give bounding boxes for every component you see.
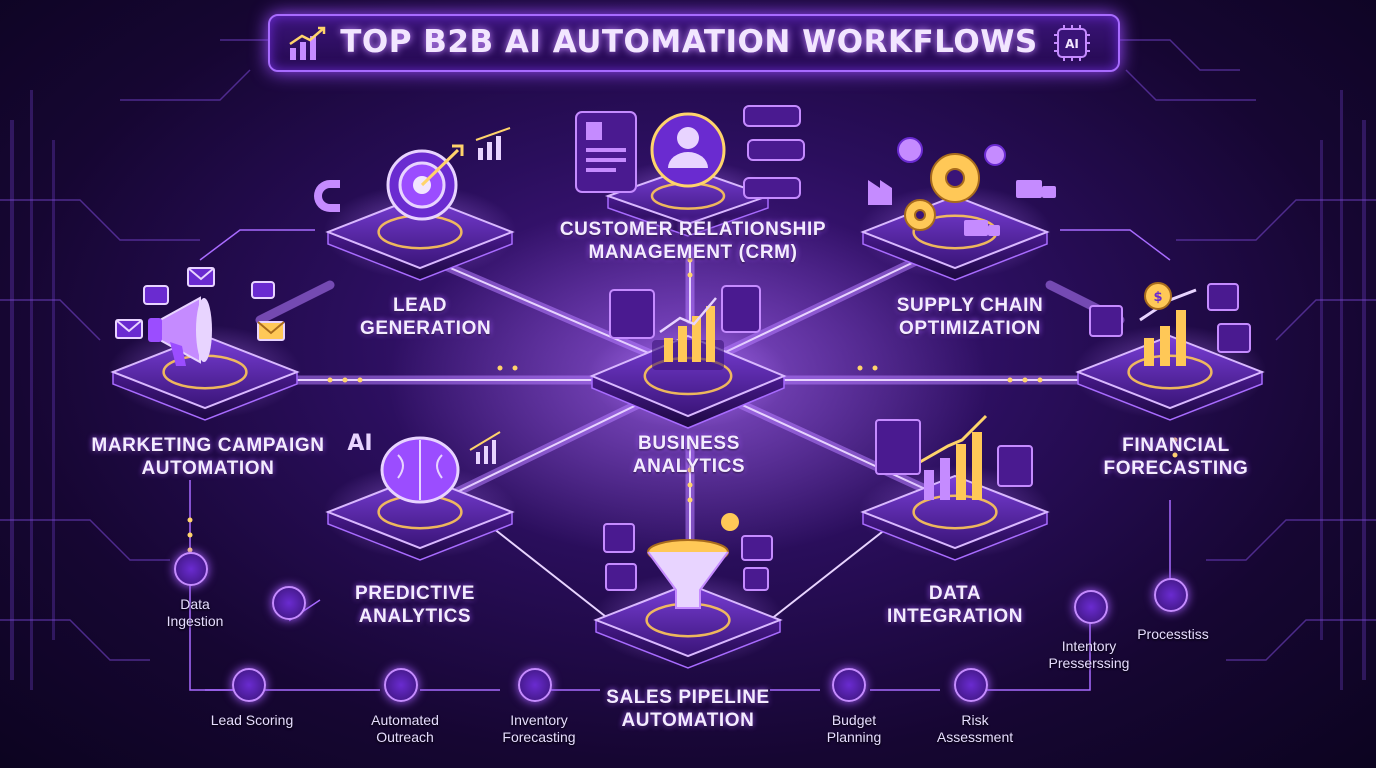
chart-node: [272, 586, 306, 620]
marketing-platform: [108, 325, 302, 421]
lead-generation-platform: [323, 185, 517, 281]
data-ingestion-node: [174, 552, 208, 586]
data-integration-platform: [858, 465, 1052, 561]
page-title: TOP B2B AI AUTOMATION WORKFLOWS: [340, 24, 1038, 60]
intentory-node: [1074, 590, 1108, 624]
email-icon: [115, 267, 285, 341]
profile-icon: [650, 112, 726, 188]
svg-text:AI: AI: [1065, 37, 1079, 51]
lead-scoring-node: [232, 668, 266, 702]
ai-text-label: AI: [347, 431, 372, 456]
financial-chart-icon: $: [1139, 282, 1197, 366]
spreadsheet-icon: [875, 419, 1033, 487]
ai-chip-icon: AI: [1054, 25, 1090, 61]
pipeline-docs-icon: [603, 523, 773, 591]
factory-icon: [868, 180, 892, 205]
svg-text:$: $: [1153, 290, 1162, 305]
automated-outreach-node: [384, 668, 418, 702]
magnet-icon: [314, 180, 340, 212]
growth-chart-icon: [289, 26, 326, 60]
processtiss-label: Processtiss: [1137, 626, 1209, 642]
side-panels-icon: [609, 285, 761, 339]
data-bars-icon: [919, 414, 988, 500]
lead-scoring-label: Lead Scoring: [210, 712, 294, 728]
truck-icon: [964, 180, 1056, 236]
contact-card-icon: [575, 111, 637, 193]
title-banner: TOP B2B AI AUTOMATION WORKFLOWS AI: [268, 14, 1120, 72]
business-analytics-platform: [587, 324, 789, 429]
bar-chart-icon: [475, 127, 511, 160]
megaphone-icon: [148, 296, 212, 366]
risk-assessment-node: [954, 668, 988, 702]
predictive-platform: [323, 465, 517, 561]
analytics-chart-icon: [652, 297, 724, 370]
crm-platform: [604, 159, 772, 237]
funnel-icon: [647, 513, 739, 609]
target-icon: [386, 144, 464, 221]
gears-icon: [897, 137, 1006, 231]
chat-bubbles-icon: [743, 105, 805, 199]
report-panels-icon: [1089, 283, 1251, 353]
brain-icon: [380, 436, 460, 504]
inventory-forecasting-node: [518, 668, 552, 702]
sales-pipeline-platform: [591, 573, 785, 669]
budget-planning-node: [832, 668, 866, 702]
processtiss-node: [1154, 578, 1188, 612]
trend-chart-icon: [469, 431, 501, 464]
